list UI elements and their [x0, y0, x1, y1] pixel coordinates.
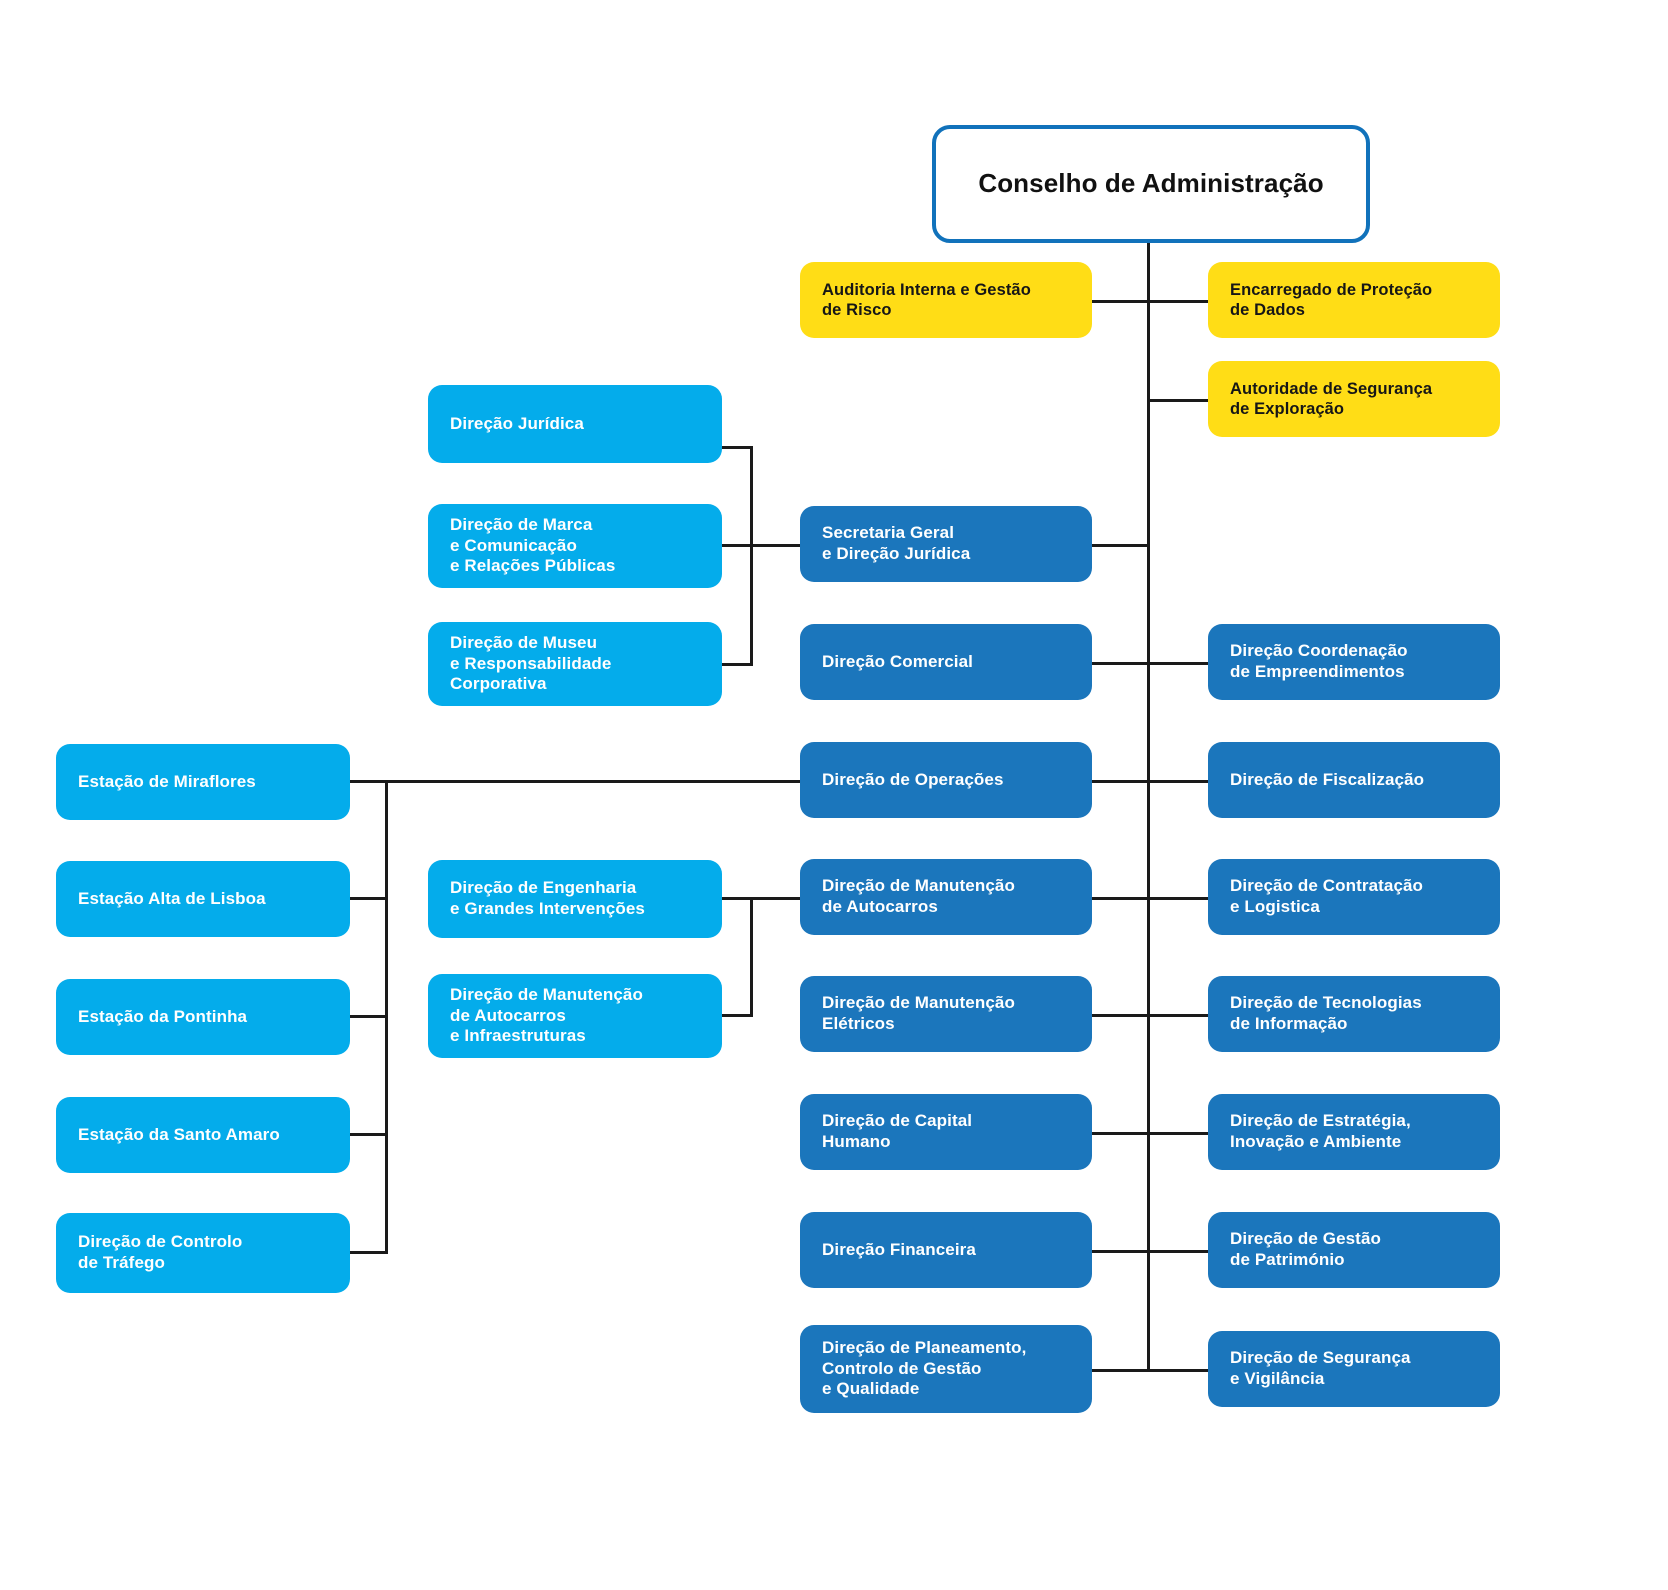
- node-manutencao-autocarros-infraestruturas[interactable]: Direção de Manutenção de Autocarros e In…: [428, 974, 722, 1058]
- connector-pontinha: [350, 1015, 388, 1018]
- node-direcao-juridica[interactable]: Direção Jurídica: [428, 385, 722, 463]
- connector-comercial: [1092, 662, 1149, 665]
- node-capital-humano[interactable]: Direção de Capital Humano: [800, 1094, 1092, 1170]
- node-manutencao-autocarros[interactable]: Direção de Manutenção de Autocarros: [800, 859, 1092, 935]
- node-coordenacao-empreendimentos[interactable]: Direção Coordenação de Empreendimentos: [1208, 624, 1500, 700]
- connector-museu: [722, 663, 753, 666]
- node-direcao-operacoes[interactable]: Direção de Operações: [800, 742, 1092, 818]
- connector-secretaria-bus: [750, 446, 753, 666]
- node-controlo-trafego[interactable]: Direção de Controlo de Tráfego: [56, 1213, 350, 1293]
- node-estacao-alta-lisboa[interactable]: Estação Alta de Lisboa: [56, 861, 350, 937]
- node-estrategia-inovacao-ambiente[interactable]: Direção de Estratégia, Inovação e Ambien…: [1208, 1094, 1500, 1170]
- connector-fiscalizacao: [1147, 780, 1209, 783]
- node-contratacao-logistica[interactable]: Direção de Contratação e Logistica: [1208, 859, 1500, 935]
- connector-financeira: [1092, 1250, 1149, 1253]
- connector-trafego: [350, 1251, 388, 1254]
- node-auditoria-interna[interactable]: Auditoria Interna e Gestão de Risco: [800, 262, 1092, 338]
- connector-contratacao: [1147, 897, 1209, 900]
- node-planeamento-controlo-qualidade[interactable]: Direção de Planeamento, Controlo de Gest…: [800, 1325, 1092, 1413]
- connector-encarregado: [1147, 300, 1209, 303]
- connector-alta-lisboa: [350, 897, 388, 900]
- node-autoridade-seguranca-exploracao[interactable]: Autoridade de Segurança de Exploração: [1208, 361, 1500, 437]
- connector-juridica: [722, 446, 753, 449]
- node-estacao-santo-amaro[interactable]: Estação da Santo Amaro: [56, 1097, 350, 1173]
- node-conselho-administracao[interactable]: Conselho de Administração: [932, 125, 1370, 243]
- node-secretaria-geral[interactable]: Secretaria Geral e Direção Jurídica: [800, 506, 1092, 582]
- connector-vigilancia: [1147, 1369, 1209, 1372]
- connector-operacoes: [1092, 780, 1149, 783]
- node-seguranca-vigilancia[interactable]: Direção de Segurança e Vigilância: [1208, 1331, 1500, 1407]
- node-marca-comunicacao-relacoes-publicas[interactable]: Direção de Marca e Comunicação e Relaçõe…: [428, 504, 722, 588]
- connector-marca: [722, 544, 753, 547]
- connector-autoridade: [1147, 399, 1209, 402]
- node-encarregado-protecao-dados[interactable]: Encarregado de Proteção de Dados: [1208, 262, 1500, 338]
- node-gestao-patrimonio[interactable]: Direção de Gestão de Património: [1208, 1212, 1500, 1288]
- connector-auditoria: [1092, 300, 1149, 303]
- spine-vertical: [1147, 243, 1150, 1372]
- connector-engenharia: [722, 897, 753, 900]
- connector-patrimonio: [1147, 1250, 1209, 1253]
- connector-coordenacao: [1147, 662, 1209, 665]
- node-manutencao-eletricos[interactable]: Direção de Manutenção Elétricos: [800, 976, 1092, 1052]
- node-estacao-pontinha[interactable]: Estação da Pontinha: [56, 979, 350, 1055]
- connector-secretaria-bus-in: [750, 544, 800, 547]
- connector-manut-eletricos: [1092, 1014, 1149, 1017]
- connector-planeamento: [1092, 1369, 1149, 1372]
- node-museu-responsabilidade-corporativa[interactable]: Direção de Museu e Responsabilidade Corp…: [428, 622, 722, 706]
- connector-capital-humano: [1092, 1132, 1149, 1135]
- connector-operacoes-bus-in: [385, 780, 800, 783]
- node-tecnologias-informacao[interactable]: Direção de Tecnologias de Informação: [1208, 976, 1500, 1052]
- node-engenharia-grandes-intervencoes[interactable]: Direção de Engenharia e Grandes Interven…: [428, 860, 722, 938]
- connector-estrategia: [1147, 1132, 1209, 1135]
- node-direcao-fiscalizacao[interactable]: Direção de Fiscalização: [1208, 742, 1500, 818]
- connector-manut-autocarros: [1092, 897, 1149, 900]
- connector-manut-bus: [750, 897, 753, 1017]
- node-direcao-financeira[interactable]: Direção Financeira: [800, 1212, 1092, 1288]
- connector-miraflores: [350, 780, 388, 783]
- connector-manut-infra: [722, 1014, 753, 1017]
- node-direcao-comercial[interactable]: Direção Comercial: [800, 624, 1092, 700]
- connector-secretaria: [1092, 544, 1149, 547]
- connector-manut-bus-in: [750, 897, 800, 900]
- node-estacao-miraflores[interactable]: Estação de Miraflores: [56, 744, 350, 820]
- connector-tecnologias: [1147, 1014, 1209, 1017]
- connector-santo-amaro: [350, 1133, 388, 1136]
